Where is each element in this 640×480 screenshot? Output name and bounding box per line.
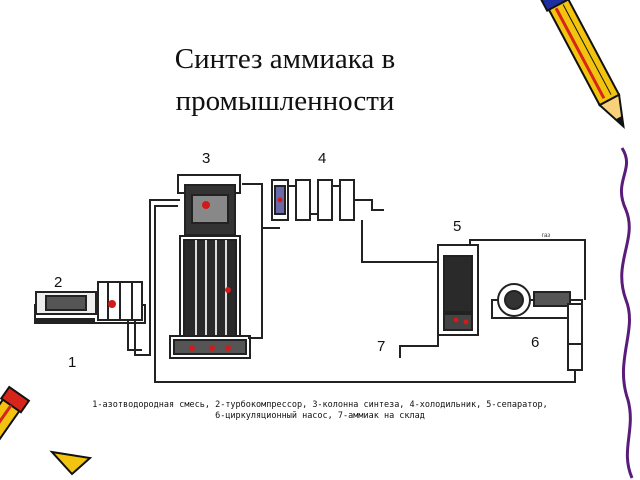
squiggle-line — [620, 147, 634, 479]
turbocompressor — [35, 281, 143, 321]
pipe-compressor-to-column — [134, 199, 180, 356]
label-2: 2 — [54, 274, 63, 291]
pipe-column-to-cooler — [242, 183, 263, 228]
pencil-icon — [0, 385, 31, 469]
title-line-1: Синтез аммиака в — [174, 43, 396, 75]
pipe-pump-to-column — [154, 205, 576, 383]
gas-label: газ — [542, 233, 551, 239]
title-line-2: промышленности — [175, 85, 395, 117]
cooler — [271, 179, 384, 221]
legend-line-2: 6-циркуляционный насос, 7-аммиак на скла… — [215, 411, 425, 421]
legend-line-1: 1-азотводородная смесь, 2-турбокомпрессо… — [92, 400, 548, 410]
label-5: 5 — [453, 218, 462, 235]
label-3: 3 — [202, 150, 211, 167]
label-7: 7 — [377, 338, 386, 355]
pipe-lower — [127, 320, 142, 351]
circulation-pump — [491, 283, 583, 371]
diagram-legend: 1-азотводородная смесь, 2-турбокомпрессо… — [40, 400, 600, 422]
pipe-gas-return — [469, 239, 586, 300]
pencil-tip-shape — [49, 450, 93, 476]
slide-title: Синтез аммиака в промышленности — [120, 38, 450, 122]
synthesis-column — [169, 174, 251, 359]
pipe-cooler-to-separator — [361, 220, 449, 263]
label-6: 6 — [531, 334, 540, 351]
pipe-return — [248, 227, 280, 339]
pencil-icon — [538, 0, 625, 130]
label-4: 4 — [318, 150, 327, 167]
separator — [399, 244, 479, 358]
label-1: 1 — [68, 354, 77, 371]
